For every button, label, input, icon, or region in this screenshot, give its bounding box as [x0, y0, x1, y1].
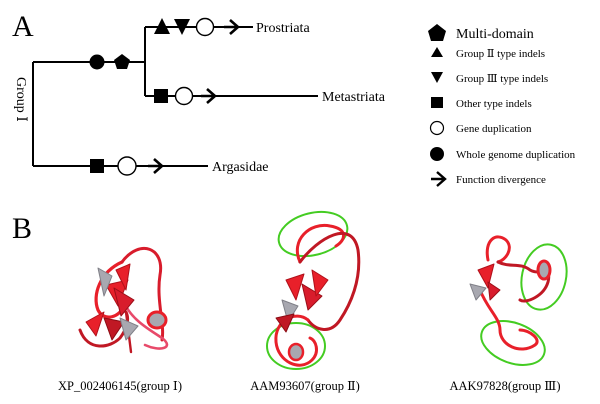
triangle-down-icon	[174, 19, 190, 35]
triangle-down-icon	[431, 72, 443, 83]
square-icon	[431, 97, 443, 108]
legend-item: Group Ⅱ type indels	[431, 47, 545, 60]
square-icon	[90, 159, 104, 173]
leaf-label-prostriata: Prostriata	[256, 21, 310, 36]
arrow-icon	[201, 88, 217, 104]
leaf-label-argasidae: Argasidae	[212, 160, 269, 175]
legend-label: Multi-domain	[456, 27, 534, 42]
protein-structure-icon	[78, 246, 169, 354]
filled-circle-icon	[89, 54, 105, 70]
legend-item: Whole genome duplication	[430, 147, 576, 161]
legend-label: Group Ⅲ type indels	[456, 73, 548, 85]
legend: Multi-domain Group Ⅱ type indels Group Ⅲ…	[428, 24, 576, 187]
legend-item: Multi-domain	[428, 24, 534, 42]
legend-item: Function divergence	[431, 171, 546, 187]
group-label: Group Ⅰ	[13, 77, 28, 122]
square-icon	[154, 89, 168, 103]
arrow-icon	[148, 158, 164, 174]
panel-a-letter: A	[12, 10, 34, 43]
legend-item: Gene duplication	[429, 120, 532, 136]
legend-label: Whole genome duplication	[456, 149, 576, 161]
structure-caption: XP_002406145(group Ⅰ)	[58, 379, 182, 393]
leaf-label-metastriata: Metastriata	[322, 90, 386, 105]
legend-label: Function divergence	[456, 174, 546, 186]
structure-caption: AAM93607(group Ⅱ)	[250, 379, 360, 393]
legend-item: Group Ⅲ type indels	[431, 72, 548, 85]
triangle-up-icon	[154, 18, 170, 34]
pentagon-icon	[114, 54, 130, 69]
structure-caption: AAK97828(group Ⅲ)	[450, 379, 561, 393]
arrow-icon	[431, 171, 447, 187]
arrow-icon	[224, 19, 240, 35]
legend-item: Other type indels	[431, 97, 532, 110]
legend-label: Group Ⅱ type indels	[456, 48, 545, 60]
open-circle-icon	[429, 120, 445, 136]
pentagon-icon	[428, 24, 446, 41]
legend-label: Other type indels	[456, 98, 532, 110]
open-circle-icon	[174, 86, 194, 106]
panel-b-letter: B	[12, 212, 32, 245]
filled-circle-icon	[430, 147, 444, 161]
legend-label: Gene duplication	[456, 123, 532, 135]
triangle-up-icon	[431, 47, 443, 57]
open-circle-icon	[195, 17, 215, 37]
protein-structure-icon	[266, 210, 361, 370]
open-circle-icon	[117, 156, 137, 176]
protein-structure-icon	[469, 235, 568, 366]
